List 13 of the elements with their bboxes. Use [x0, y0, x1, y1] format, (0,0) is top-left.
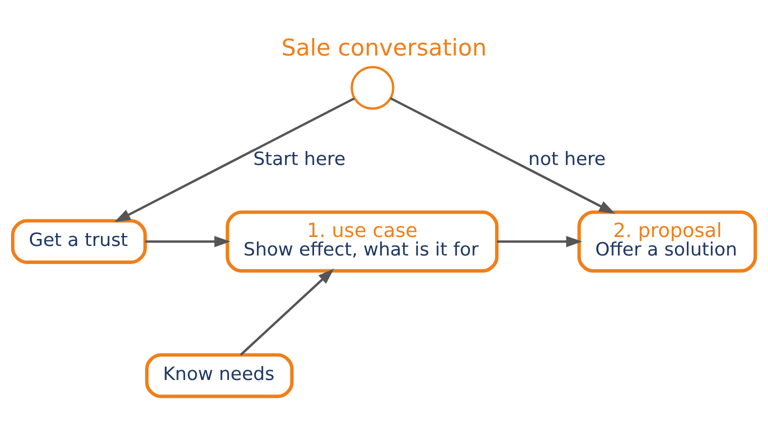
edge-label: not here: [528, 148, 606, 170]
node-box: Get a trust: [11, 219, 147, 264]
arrow: [240, 268, 334, 356]
edge-label: Start here: [253, 148, 346, 170]
arrow: [497, 236, 582, 248]
node-box: Know needs: [145, 353, 294, 398]
node-person: [350, 66, 394, 110]
node-box: 2. proposal Offer a solution: [577, 210, 757, 273]
arrow: [145, 236, 231, 248]
arrow: [114, 97, 355, 222]
arrow: [390, 97, 616, 214]
diagram-title: Sale conversation: [281, 36, 487, 62]
node-box: 1. use case Show effect, what is it for: [226, 210, 499, 273]
